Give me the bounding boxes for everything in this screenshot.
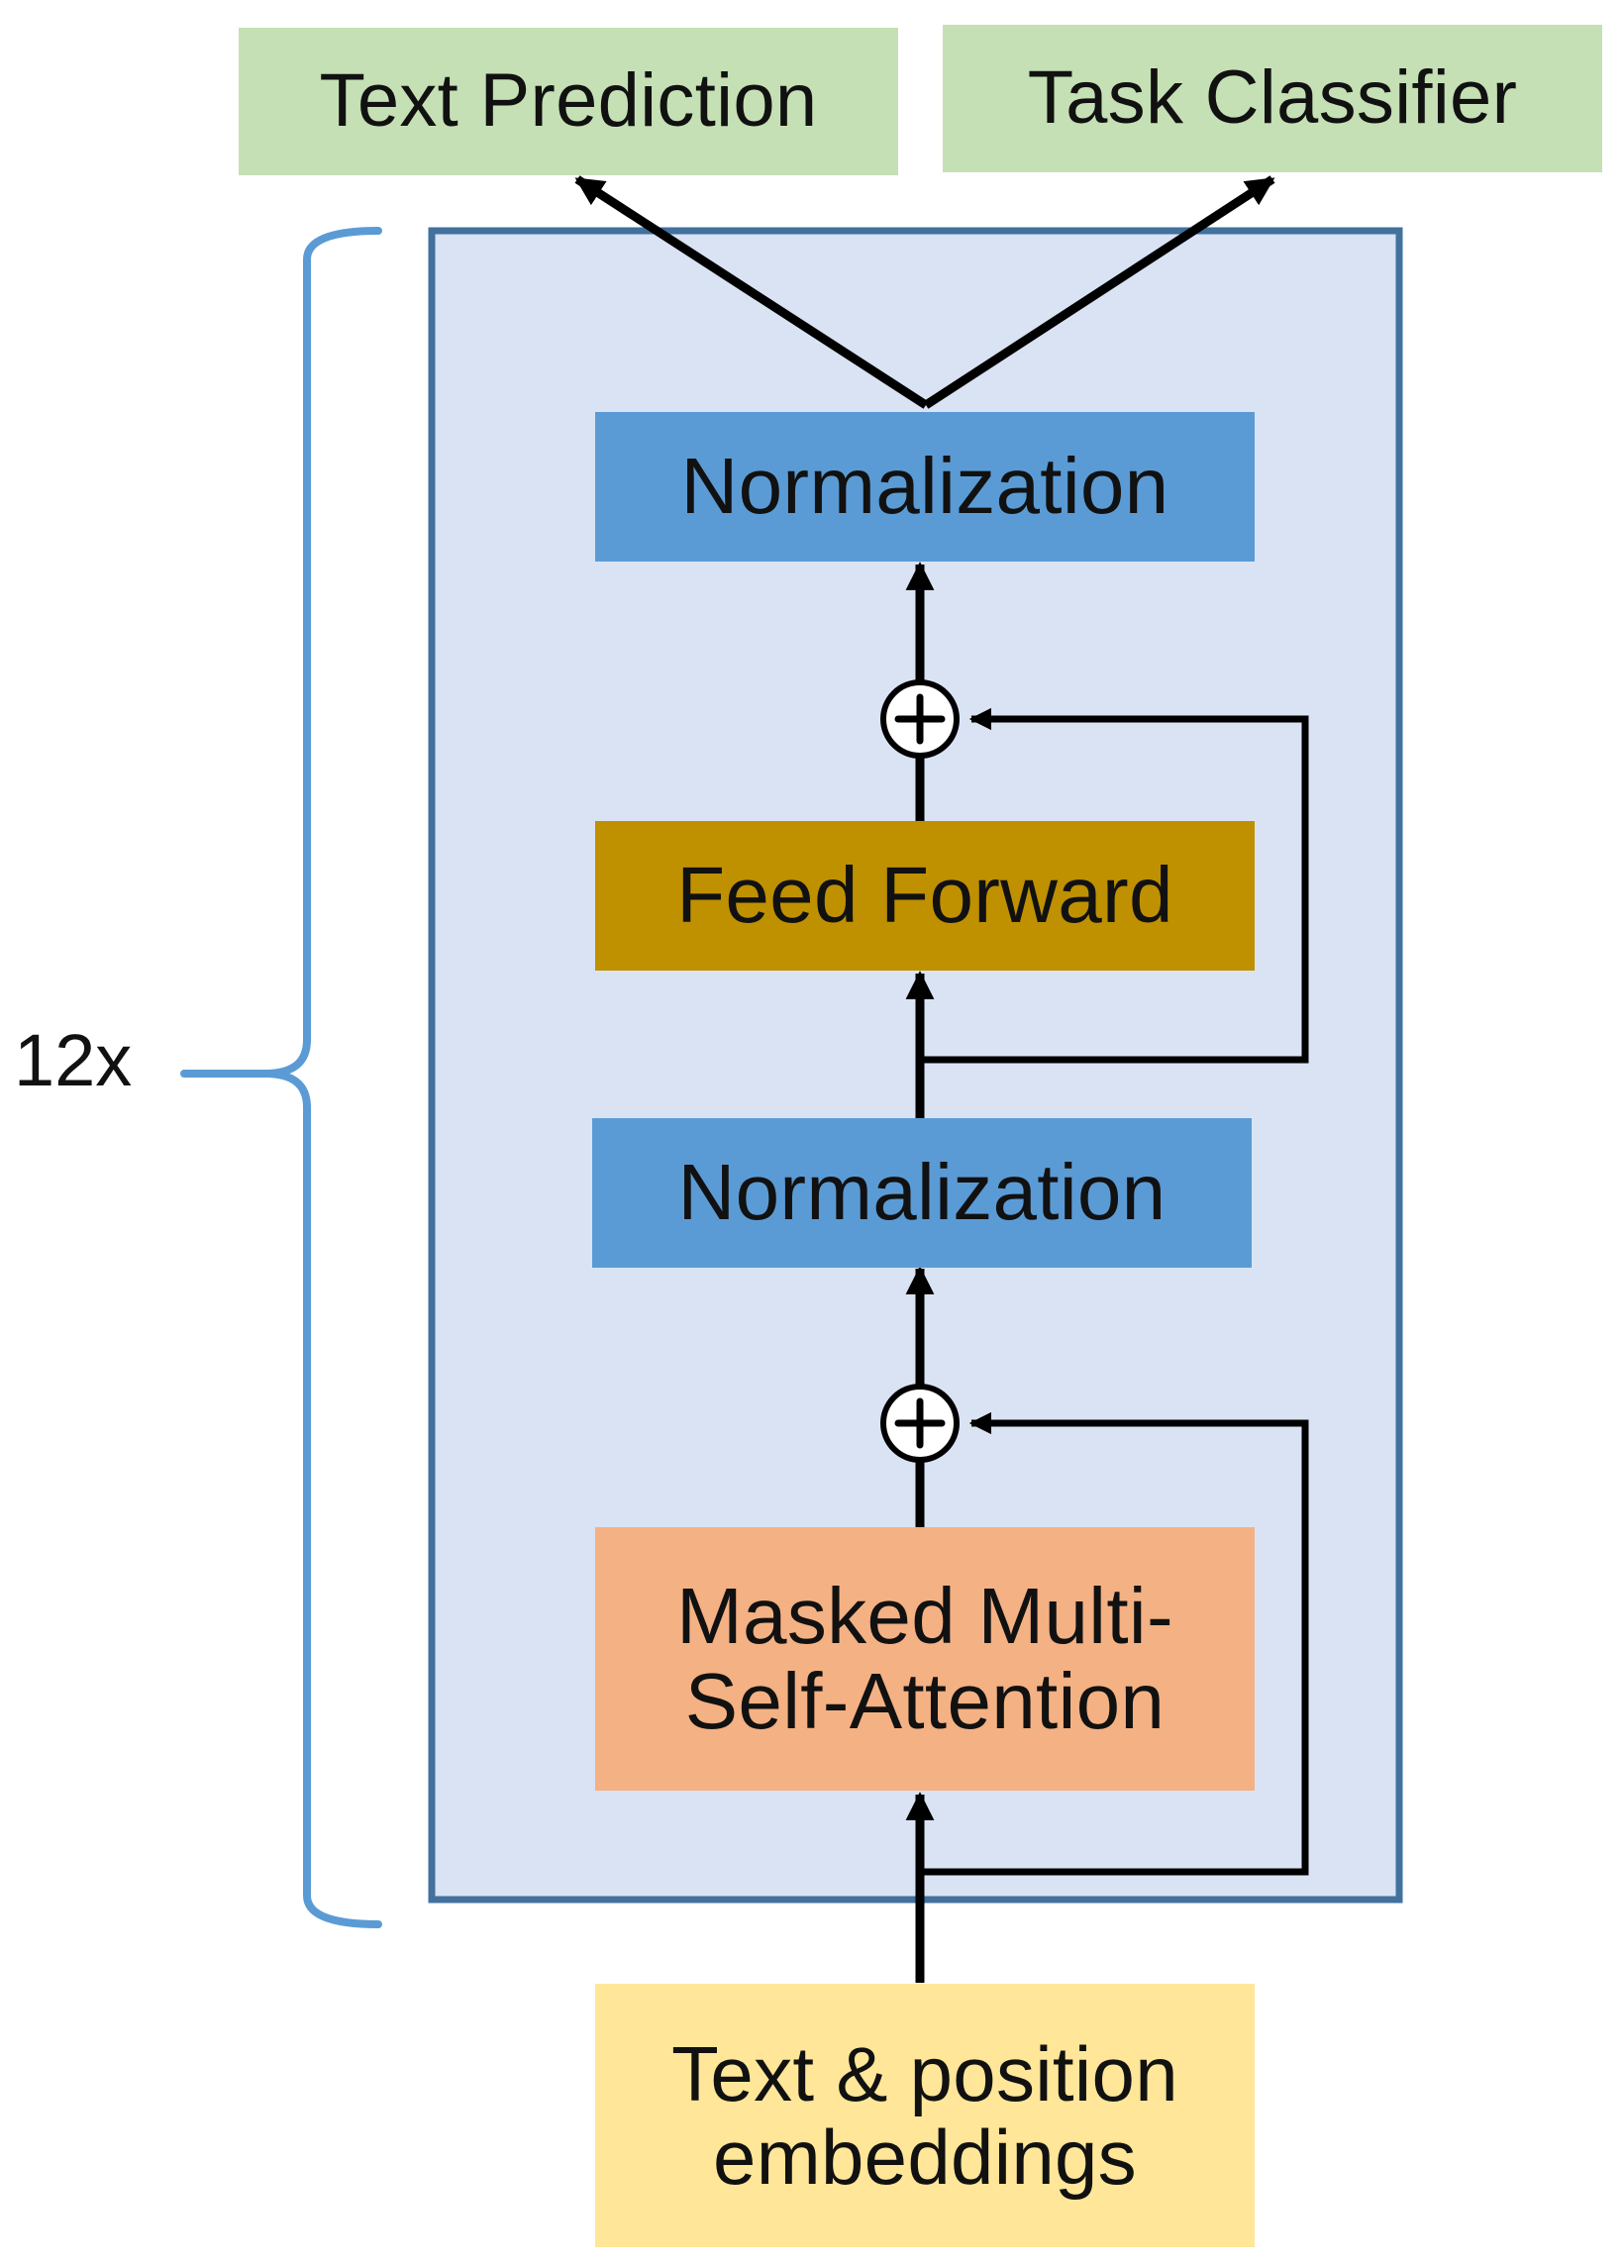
masked-attention-label: Masked Multi- Self-Attention bbox=[676, 1571, 1173, 1745]
text-position-embeddings-label: Text & position embeddings bbox=[671, 2029, 1178, 2201]
residual-connection-top bbox=[920, 707, 1309, 1064]
task-classifier-node: Task Classifier bbox=[943, 25, 1602, 172]
masked-attention-node: Masked Multi- Self-Attention bbox=[595, 1527, 1255, 1791]
feed-forward-label: Feed Forward bbox=[676, 851, 1173, 940]
task-classifier-label: Task Classifier bbox=[1027, 55, 1518, 141]
text-prediction-node: Text Prediction bbox=[239, 28, 898, 175]
feed-forward-node: Feed Forward bbox=[595, 821, 1255, 971]
add-operation-bottom bbox=[880, 1384, 960, 1463]
normalization-bottom-label: Normalization bbox=[677, 1148, 1167, 1237]
repeat-brace bbox=[180, 227, 382, 1928]
text-prediction-label: Text Prediction bbox=[319, 58, 818, 144]
normalization-top-label: Normalization bbox=[680, 442, 1169, 531]
text-position-embeddings-node: Text & position embeddings bbox=[595, 1984, 1255, 2247]
arrow-to-task-classifier bbox=[923, 175, 1275, 409]
add-operation-top bbox=[880, 679, 960, 759]
arrow-to-text-prediction bbox=[574, 175, 929, 409]
normalization-top-node: Normalization bbox=[595, 412, 1255, 562]
normalization-bottom-node: Normalization bbox=[592, 1118, 1252, 1268]
repeat-count-label: 12x bbox=[14, 1019, 133, 1101]
residual-connection-bottom bbox=[920, 1411, 1309, 1876]
